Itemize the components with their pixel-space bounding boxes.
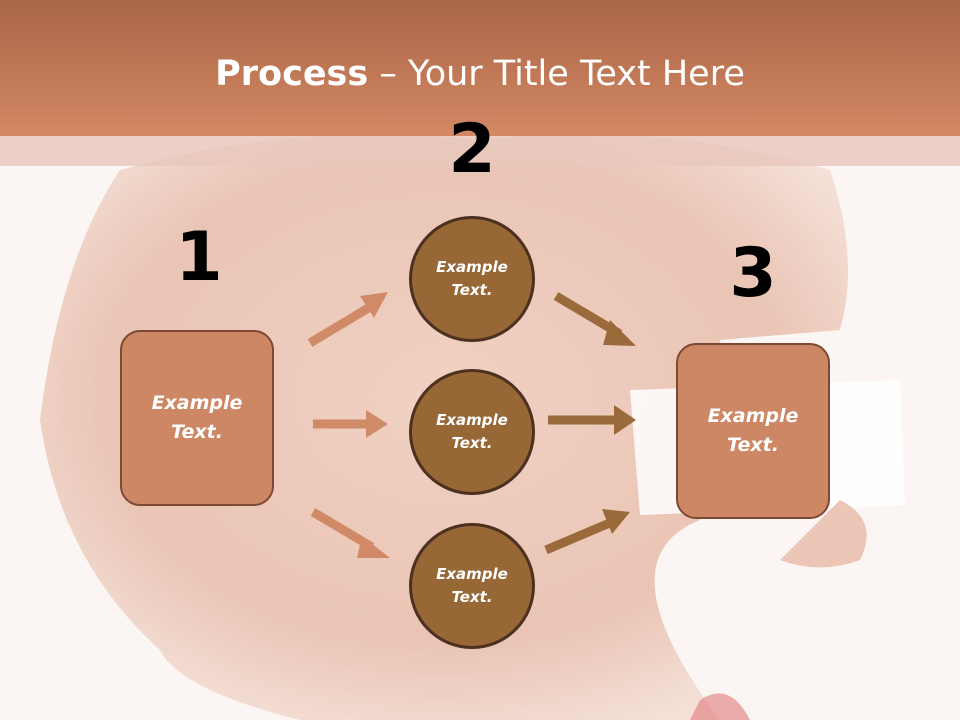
- arrow-left-up: [307, 292, 388, 347]
- step-1-line2: Text.: [171, 421, 223, 443]
- title-rest: – Your Title Text Here: [368, 54, 745, 94]
- circle-bottom-line1: Example: [436, 565, 508, 583]
- step-2-circle-bottom: Example Text.: [409, 523, 535, 649]
- header-band: [0, 0, 960, 136]
- step-3-text: Example Text.: [708, 402, 799, 460]
- step-3-line1: Example: [707, 405, 799, 427]
- step-1-line1: Example: [151, 392, 243, 414]
- step-number-2: 2: [448, 110, 496, 189]
- step-1-box: Example Text.: [120, 330, 274, 506]
- step-number-3: 3: [729, 234, 777, 313]
- step-2-circle-top: Example Text.: [409, 216, 535, 342]
- title-bold: Process: [215, 54, 369, 94]
- circle-top-line1: Example: [436, 258, 508, 276]
- step-1-text: Example Text.: [152, 389, 243, 447]
- arrow-left-mid: [313, 410, 388, 438]
- step-3-box: Example Text.: [676, 343, 830, 519]
- arrow-right-mid: [548, 405, 636, 435]
- step-3-line2: Text.: [727, 434, 779, 456]
- arrow-left-down: [310, 508, 390, 558]
- arrow-right-up: [553, 292, 636, 346]
- circle-bottom-line2: Text.: [451, 588, 493, 606]
- header-strip: [0, 136, 960, 166]
- page-title: Process – Your Title Text Here: [0, 52, 960, 96]
- circle-top-line2: Text.: [451, 281, 493, 299]
- circle-middle-line2: Text.: [451, 434, 493, 452]
- step-2-circle-middle: Example Text.: [409, 369, 535, 495]
- step-number-1: 1: [175, 218, 223, 297]
- arrow-right-down: [544, 509, 630, 555]
- circle-middle-line1: Example: [436, 411, 508, 429]
